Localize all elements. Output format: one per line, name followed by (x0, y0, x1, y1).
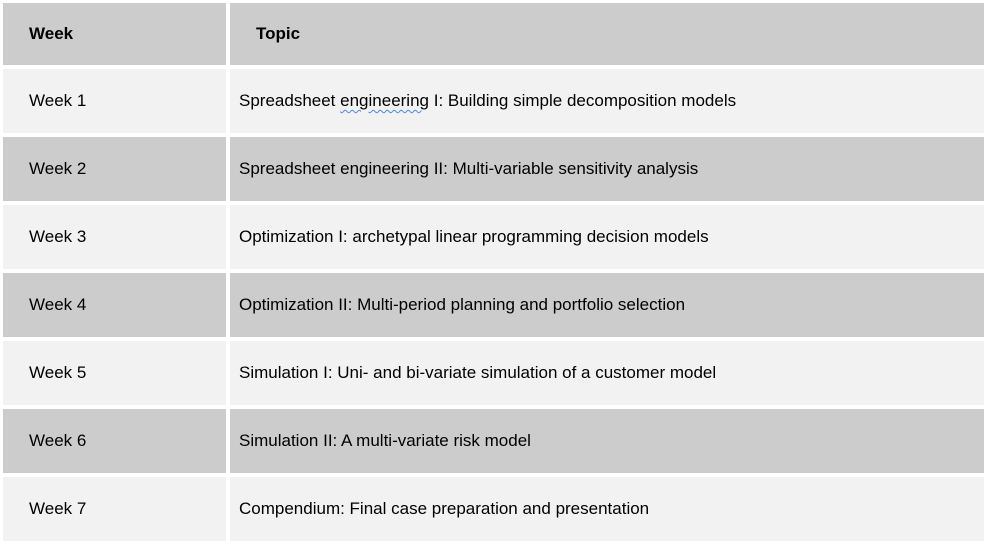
cell-topic[interactable]: Simulation I: Uni- and bi-variate simula… (230, 341, 984, 405)
cell-topic[interactable]: Spreadsheet engineering II: Multi-variab… (230, 137, 984, 201)
cell-week[interactable]: Week 5 (3, 341, 226, 405)
cell-week[interactable]: Week 4 (3, 273, 226, 337)
header-week[interactable]: Week (3, 3, 226, 65)
cell-topic[interactable]: Spreadsheet engineering I: Building simp… (230, 69, 984, 133)
schedule-table: Week Topic Week 1 Spreadsheet engineerin… (3, 3, 984, 541)
cell-topic[interactable]: Simulation II: A multi-variate risk mode… (230, 409, 984, 473)
cell-topic[interactable]: Optimization I: archetypal linear progra… (230, 205, 984, 269)
cell-week[interactable]: Week 6 (3, 409, 226, 473)
cell-week[interactable]: Week 3 (3, 205, 226, 269)
topic-text-pre: Spreadsheet (239, 91, 341, 110)
topic-text-post: I: Building simple decomposition models (429, 91, 737, 110)
cell-topic[interactable]: Optimization II: Multi-period planning a… (230, 273, 984, 337)
header-topic[interactable]: Topic (230, 3, 984, 65)
cell-topic[interactable]: Compendium: Final case preparation and p… (230, 477, 984, 541)
cell-week[interactable]: Week 2 (3, 137, 226, 201)
spellcheck-flagged-word[interactable]: engineering (340, 91, 429, 110)
cell-week[interactable]: Week 7 (3, 477, 226, 541)
cell-week[interactable]: Week 1 (3, 69, 226, 133)
